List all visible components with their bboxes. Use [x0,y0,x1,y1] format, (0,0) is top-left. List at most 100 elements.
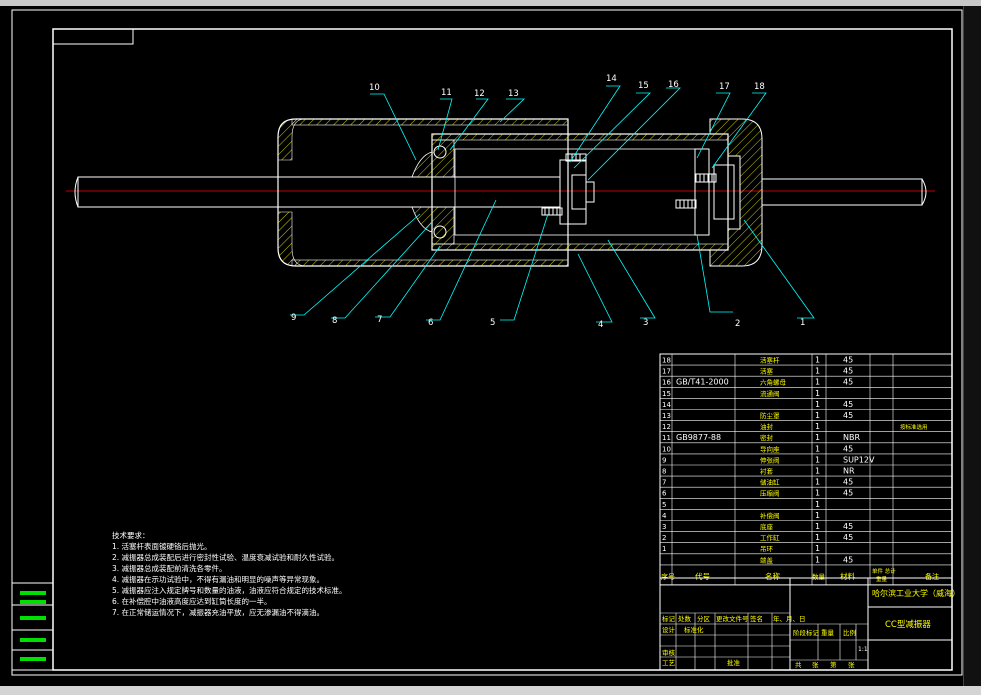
balloon-1: 1 [800,318,805,328]
bom-qty: 1 [815,389,820,398]
notes-heading: 技术要求： [112,531,150,540]
bom-no: 13 [662,412,671,420]
balloon-6: 6 [428,318,433,328]
bom-no: 2 [662,534,666,542]
bom-qty: 1 [815,367,820,376]
bom-name: 活塞 [760,367,774,376]
leader-lines [290,85,815,323]
bom-name: 衬套 [760,467,774,476]
bom-mat: 45 [843,533,853,542]
bom-no: 16 [662,379,671,387]
bom-no: 5 [662,501,666,509]
bom-qty: 1 [815,489,820,498]
balloon-14: 14 [606,74,617,84]
bom-no: 3 [662,523,666,531]
bom-header-name: 名称 [765,571,780,581]
bom-qty: 1 [815,533,820,542]
bom-header-mat: 材料 [840,571,855,581]
bom-qty: 1 [815,422,820,431]
balloon-5: 5 [490,318,495,328]
bom-no: 10 [662,445,671,453]
title-label: 分区 [697,614,711,623]
title-label: 张 [848,660,855,669]
bom-name: 储油缸 [760,478,780,487]
bom-name: 吊环 [760,545,774,553]
balloon-labels: 1 2 3 4 5 6 7 8 9 10 11 12 13 14 15 16 1… [291,74,805,330]
bom-name: 六角螺母 [760,378,787,387]
bom-note: 按标准选用 [900,423,928,431]
bom-no: 8 [662,468,666,476]
bom-name: 密封 [760,433,774,442]
title-label: 第 [830,660,837,669]
bom-name: 底座 [760,522,774,531]
balloon-9: 9 [291,313,296,323]
bom-mat: 45 [843,411,853,420]
bom-name: 压缩阀 [760,489,780,498]
end-cap [709,118,763,267]
bom-qty: 1 [815,433,820,442]
school-name: 哈尔滨工业大学（威海） [872,588,960,598]
bom-name: 工作缸 [760,533,780,542]
balloon-4: 4 [598,320,603,330]
margin-strip [11,582,54,671]
note-line: 5. 减振器应注入规定牌号和数量的油液，油液应符合规定的技术标准。 [112,586,347,595]
balloon-13: 13 [508,89,519,99]
bom-name: 油封 [760,422,774,431]
title-label: 更改文件号 [716,614,749,623]
bom-mat: 45 [843,522,853,531]
bom-header-code: 代号 [695,571,710,581]
bom-mat: 45 [843,555,853,564]
bom-name: 流通阀 [760,389,780,398]
scrollbar[interactable] [963,6,981,695]
bom-code: GB/T41-2000 [676,378,729,387]
bom-mat: 45 [843,378,853,387]
bom-qty: 1 [815,411,820,420]
bom-mat: 45 [843,367,853,376]
shock-absorber-section [66,118,935,267]
oil-seal [411,151,433,178]
title-label: 审核 [662,648,676,657]
outer-frame [11,9,963,676]
base-valve-springs [675,173,717,209]
bom-no: 9 [662,456,666,464]
toolbar-strip [0,0,981,6]
base-valve [694,148,710,236]
bom-no: 4 [662,512,667,520]
bom-name: 伸张阀 [760,455,780,464]
title-block: 哈尔滨工业大学（威海）CC型减振器1:1标记处数分区更改文件号签名年、月、日设计… [659,577,960,671]
bom-no: 12 [662,423,671,431]
guide-seat [431,139,455,178]
bom-qty: 1 [815,555,820,564]
bom-no: 7 [662,479,666,487]
bom-qty: 1 [815,511,820,520]
title-label: 签名 [750,614,763,623]
piston-rod [77,176,561,208]
bom-name: 补偿阀 [760,511,780,520]
bom-no: 15 [662,390,671,398]
piston [559,159,587,225]
bom-qty: 1 [815,544,820,553]
bom-name: 活塞杆 [760,356,780,365]
balloon-12: 12 [474,89,485,99]
bom-qty: 1 [815,400,820,409]
bom-no: 17 [662,368,671,376]
bom-no: 11 [662,434,671,442]
lifting-eye-rod [761,178,923,206]
bom-no: 18 [662,357,671,365]
balloon-10: 10 [369,83,380,93]
working-cylinder [431,133,729,251]
title-label: 工艺 [662,659,676,667]
bom-no: 1 [662,545,666,553]
bom-header-weight: 重量 [876,575,888,583]
note-line: 1. 活塞杆表面镀硬铬后抛光。 [112,542,212,551]
balloon-18: 18 [754,82,765,92]
bom-mat: 45 [843,400,853,409]
bom-no: 14 [662,401,671,409]
title-label: 标准化 [684,625,704,634]
balloon-2: 2 [735,319,740,329]
bom-mat: 45 [843,356,853,365]
title-label: 年、月、日 [773,614,806,623]
bom-header-no: 序号 [661,572,675,581]
bom-qty: 1 [815,356,820,365]
